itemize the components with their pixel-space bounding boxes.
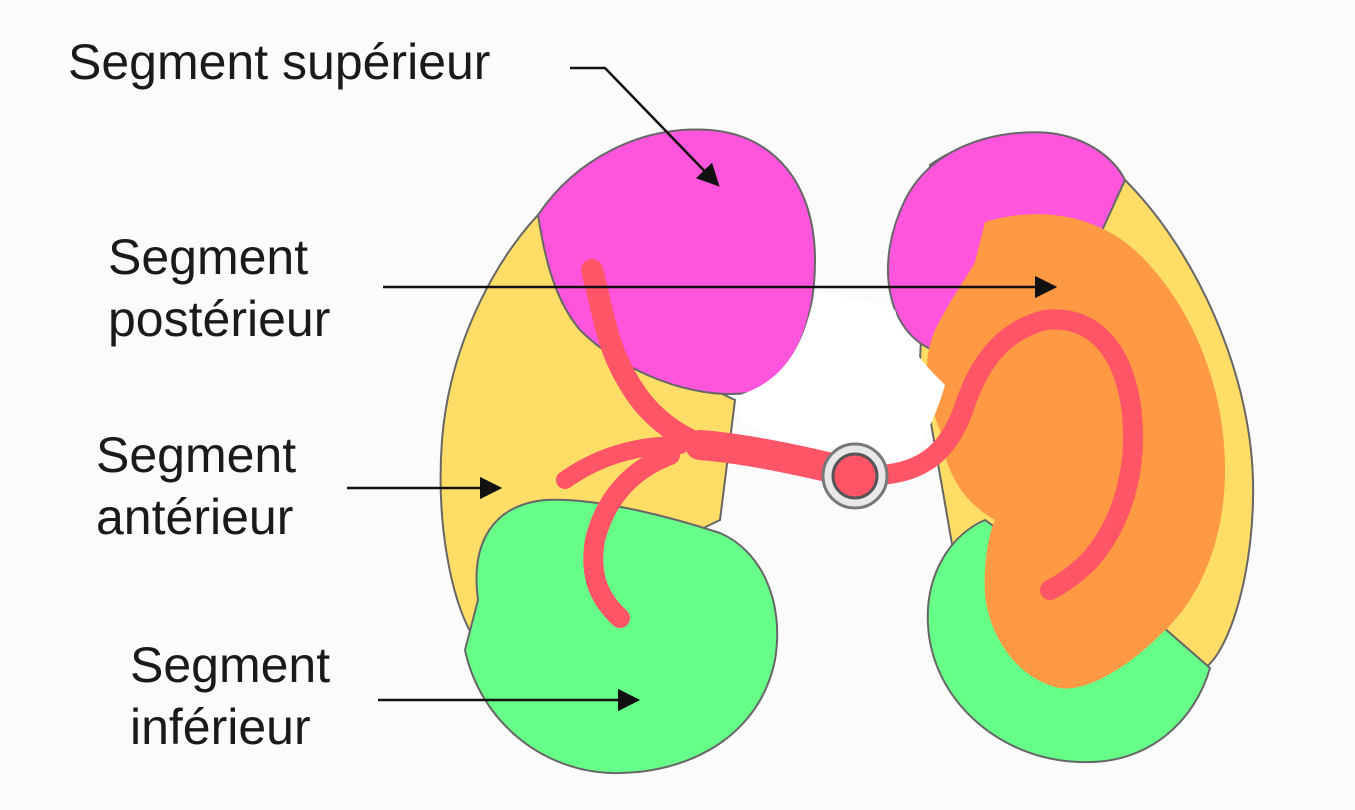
left-kidney-inferior-segment <box>463 498 779 775</box>
renal-hilum <box>740 290 945 470</box>
aorta-cross-section <box>821 442 889 510</box>
label-segment-posterieur: Segment postérieur <box>108 226 330 350</box>
label-segment-anterieur: Segment antérieur <box>96 424 296 548</box>
label-segment-superieur: Segment supérieur <box>68 31 490 93</box>
arrow-superior <box>570 66 720 187</box>
label-posterior-line1: Segment <box>108 229 309 285</box>
label-posterior-line2: postérieur <box>108 291 331 347</box>
artery-branch-inferior <box>583 445 680 628</box>
label-inferior-line2: inférieur <box>130 699 311 755</box>
label-anterior-line2: antérieur <box>96 489 294 545</box>
right-kidney <box>886 131 1255 764</box>
artery-branch-anterior <box>556 436 689 489</box>
label-superior-text: Segment supérieur <box>68 34 491 90</box>
label-anterior-line1: Segment <box>96 427 297 483</box>
label-segment-inferieur: Segment inférieur <box>130 634 330 758</box>
left-kidney <box>439 128 817 775</box>
leader-arrows <box>347 66 1058 712</box>
artery-branch-posterior <box>870 309 1144 600</box>
artery-branch-superior <box>581 259 701 451</box>
label-inferior-line1: Segment <box>130 637 331 693</box>
